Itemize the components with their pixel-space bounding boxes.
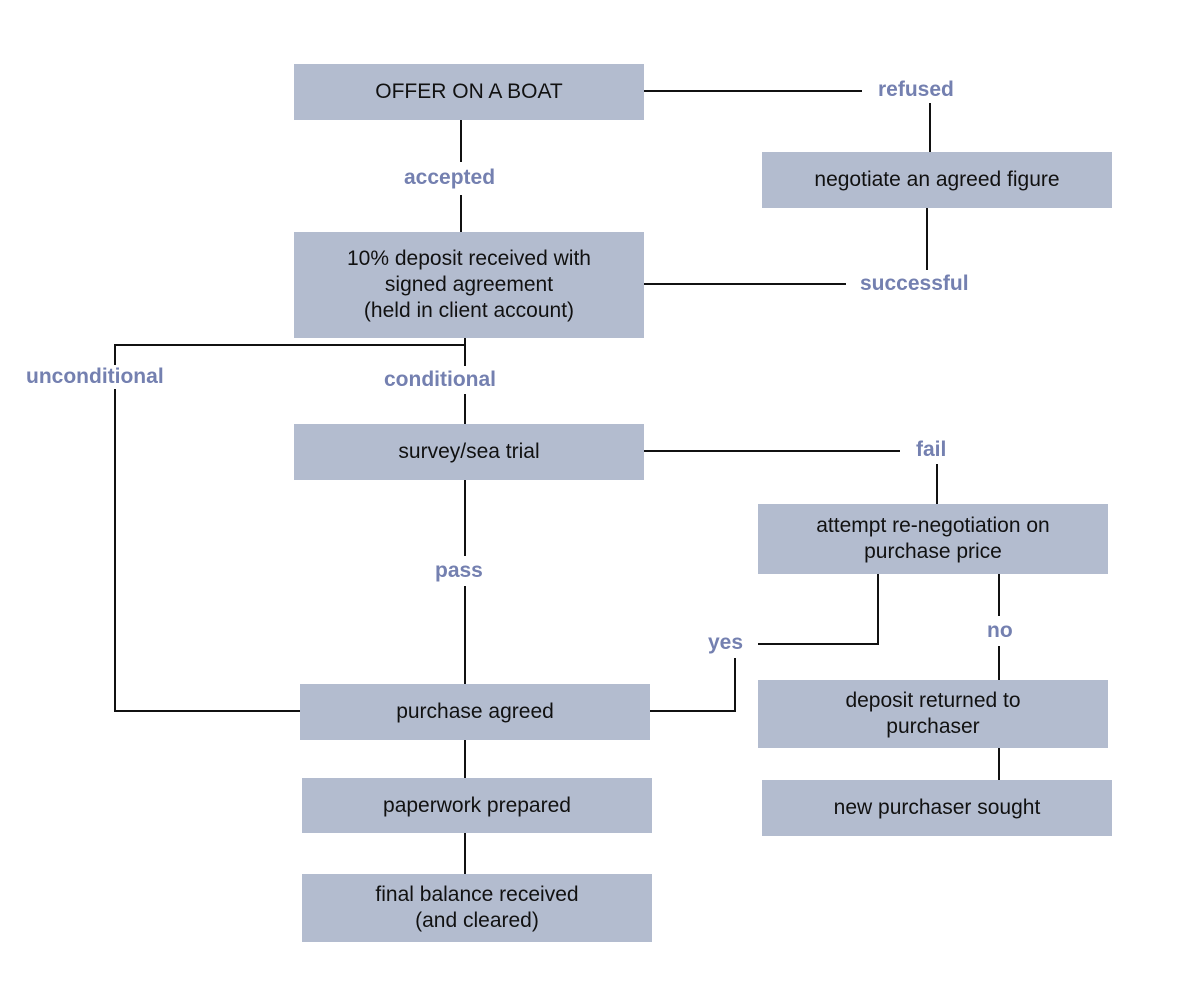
label-yes: yes	[704, 631, 748, 655]
box-attempt-renegotiation: attempt re-negotiation on purchase price	[758, 504, 1108, 574]
label-accepted: accepted	[400, 166, 500, 190]
label-conditional: conditional	[380, 368, 500, 392]
box-survey-sea-trial: survey/sea trial	[294, 424, 644, 480]
label-successful: successful	[856, 272, 973, 296]
connector-unconditional-path	[114, 344, 465, 712]
box-final-balance-received: final balance received (and cleared)	[302, 874, 652, 942]
connector-renegotiate-yes	[758, 574, 879, 645]
label-pass: pass	[431, 559, 487, 583]
box-offer-on-a-boat: OFFER ON A BOAT	[294, 64, 644, 120]
box-paperwork-prepared: paperwork prepared	[302, 778, 652, 833]
box-new-purchaser-sought: new purchaser sought	[762, 780, 1112, 836]
label-unconditional: unconditional	[22, 365, 168, 389]
box-negotiate-agreed-figure: negotiate an agreed figure	[762, 152, 1112, 208]
box-deposit-received: 10% deposit received with signed agreeme…	[294, 232, 644, 338]
box-deposit-returned: deposit returned to purchaser	[758, 680, 1108, 748]
box-purchase-agreed: purchase agreed	[300, 684, 650, 740]
label-fail: fail	[912, 438, 951, 462]
label-no: no	[983, 619, 1017, 643]
label-refused: refused	[874, 78, 958, 102]
connector-yes-purchase	[650, 658, 736, 712]
